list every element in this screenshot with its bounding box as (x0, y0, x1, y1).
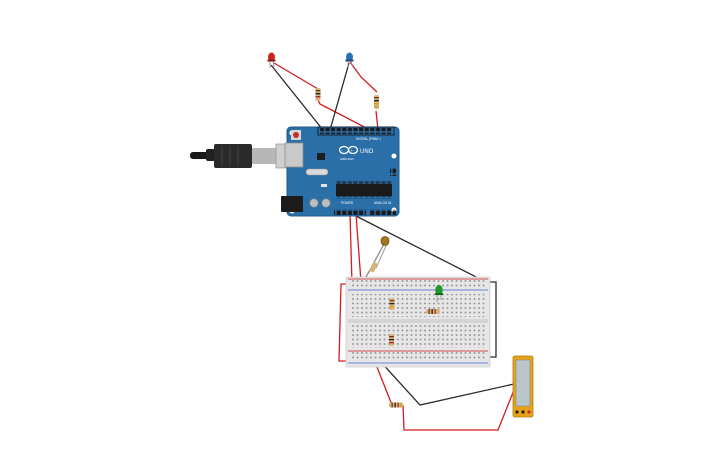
wire-res3-to-meter-red[interactable] (402, 389, 515, 431)
wire-bb-to-meter-black[interactable] (379, 360, 515, 406)
arduino-board[interactable]: DIGITAL (PWM~) − + UNO ARDUINO POWER ANA… (281, 126, 400, 217)
breadboard[interactable] (345, 276, 491, 368)
photoresistor[interactable] (369, 236, 390, 273)
resistor-1[interactable] (315, 88, 321, 101)
wires (270, 61, 515, 431)
svg-text:−: − (341, 148, 344, 153)
wire-gnd-to-breadboard[interactable] (351, 213, 497, 358)
led-red[interactable] (267, 52, 276, 69)
wire-5v-to-breadboard[interactable] (338, 213, 353, 362)
board-name: UNO (360, 149, 374, 155)
resistor-2[interactable] (374, 95, 379, 109)
power-label: POWER (341, 201, 354, 205)
resistor-meter[interactable] (389, 402, 403, 408)
resistor-bb-2[interactable] (389, 334, 394, 346)
resistor-bb-1[interactable] (389, 298, 395, 310)
wire-blue-led-cathode[interactable] (329, 62, 350, 131)
arduino-logo: − + (338, 145, 359, 155)
resistor-bb-3[interactable] (426, 309, 440, 314)
wire-res1-to-pin[interactable] (317, 99, 373, 132)
wire-bb-to-res3-red[interactable] (374, 361, 393, 406)
led-blue[interactable] (345, 52, 354, 68)
led-green[interactable] (435, 285, 443, 302)
wire-red-led-anode[interactable] (273, 62, 319, 90)
svg-text:+: + (351, 148, 354, 153)
wire-red-led-cathode[interactable] (270, 64, 324, 131)
multimeter[interactable] (512, 355, 534, 418)
wire-blue-led-anode[interactable] (349, 61, 378, 93)
digital-label: DIGITAL (PWM~) (356, 137, 381, 141)
analog-label: ANALOG IN (374, 201, 392, 205)
wire-analog-red[interactable] (355, 213, 362, 283)
brand-label: ARDUINO (340, 157, 355, 161)
